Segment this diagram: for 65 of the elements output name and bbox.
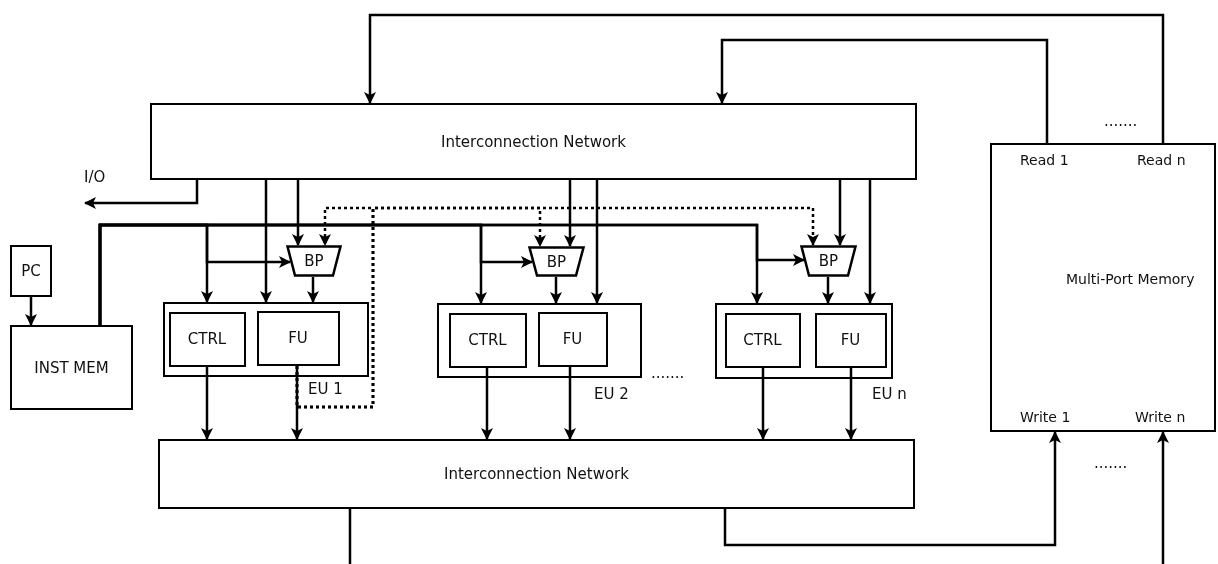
block-label: FU <box>562 330 583 348</box>
arrow <box>564 367 576 440</box>
memory-box <box>990 143 1216 432</box>
block-label: Interconnection Network <box>441 132 626 151</box>
arrow <box>716 38 1049 143</box>
arrow <box>723 431 1061 547</box>
arrow <box>845 368 857 440</box>
arrow <box>591 180 603 304</box>
block-label: CTRL <box>468 331 507 349</box>
block-label: INST MEM <box>34 358 109 377</box>
arrow <box>25 297 37 326</box>
block-label: CTRL <box>187 330 227 348</box>
unit-box <box>437 303 642 378</box>
function-unit-box <box>256 310 340 366</box>
port-label: Read 1 <box>1020 152 1069 168</box>
arrow <box>564 180 576 247</box>
control-box <box>724 312 801 368</box>
predictor-trapezoid <box>286 245 342 277</box>
arrow <box>822 277 834 304</box>
memory-label: Multi-Port Memory <box>1066 271 1195 287</box>
block-label: BP <box>818 252 839 270</box>
arrow <box>834 180 846 246</box>
block-label: BP <box>546 252 567 271</box>
arrow <box>291 366 303 440</box>
line <box>348 509 352 564</box>
edge-label: I/O <box>84 168 106 186</box>
arrow <box>201 367 213 440</box>
unit-label: EU 2 <box>594 385 629 403</box>
arrow <box>550 277 562 304</box>
block-label: FU <box>840 331 861 349</box>
block-label: BP <box>304 252 324 270</box>
arrow <box>307 277 319 303</box>
arrow <box>260 180 272 303</box>
memory-box <box>10 325 133 410</box>
dotted-arrow <box>295 206 819 409</box>
port-label: Write n <box>1135 409 1186 425</box>
block-label: CTRL <box>743 331 782 349</box>
arrow <box>364 13 1165 143</box>
ellipsis-label: ....... <box>1094 454 1128 472</box>
unit-box <box>163 302 369 377</box>
function-unit-box <box>537 311 608 367</box>
control-box <box>168 311 246 367</box>
ellipsis-label: ....... <box>1104 112 1138 130</box>
arrow <box>864 180 876 304</box>
predictor-trapezoid <box>528 246 585 277</box>
block-label: FU <box>288 329 308 347</box>
arrow <box>1157 431 1169 564</box>
block-label: PC <box>21 262 41 280</box>
unit-label: EU 1 <box>308 380 343 398</box>
port-label: Write 1 <box>1020 409 1071 425</box>
arrow <box>757 368 769 440</box>
arrow <box>84 180 199 209</box>
predictor-trapezoid <box>800 245 857 277</box>
ellipsis-label: ....... <box>651 364 685 382</box>
block-label: Interconnection Network <box>444 465 629 483</box>
function-unit-box <box>814 312 887 368</box>
control-box <box>448 312 527 368</box>
arrow <box>481 368 493 440</box>
arrow <box>292 180 304 246</box>
unit-label: EU n <box>872 385 907 403</box>
port-label: Read n <box>1137 152 1186 168</box>
register-box <box>10 245 52 297</box>
network-box <box>158 439 915 509</box>
unit-box <box>715 303 893 379</box>
network-box <box>150 103 917 180</box>
